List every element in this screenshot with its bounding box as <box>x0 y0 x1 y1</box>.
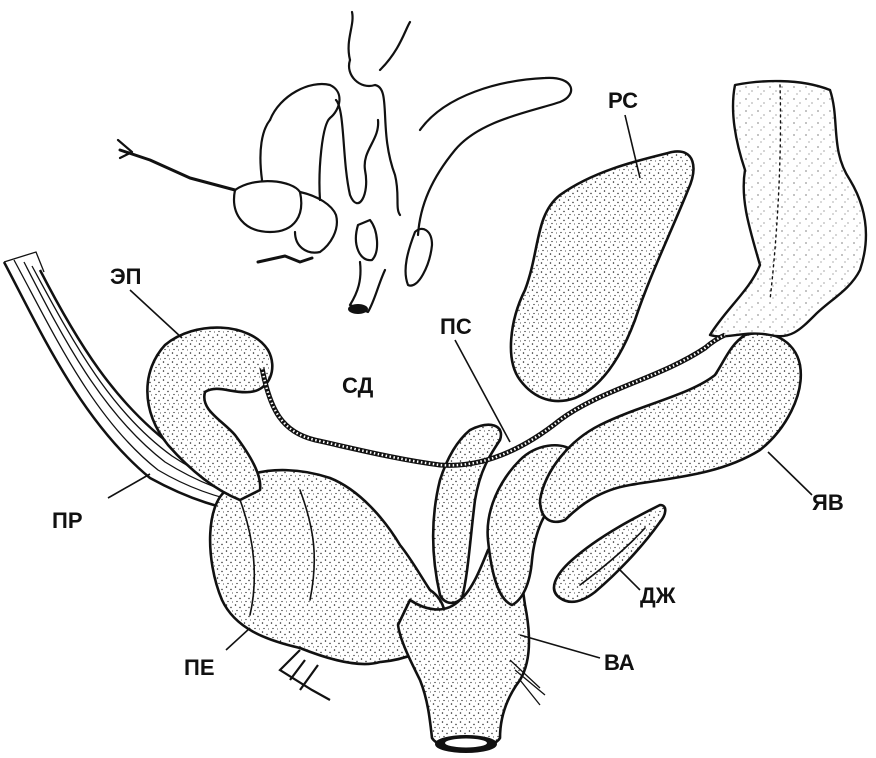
leader-yav <box>768 452 812 495</box>
inset-vagina-opening <box>348 304 368 314</box>
inset-fibers <box>258 256 312 262</box>
inset-top-tube-b <box>380 22 410 70</box>
label-rs: РС <box>608 88 638 113</box>
leader-pe <box>226 628 250 650</box>
inset-cord <box>120 150 235 190</box>
label-sd: СД <box>342 373 374 398</box>
inset-duct <box>336 100 378 203</box>
leader-ep <box>130 290 182 338</box>
label-ps: ПС <box>440 314 472 339</box>
inset-bulb <box>234 181 301 232</box>
label-pr: ПР <box>52 508 83 533</box>
spermatheca-reservoir <box>511 151 693 401</box>
leader-va <box>520 635 600 658</box>
base-fringe-left <box>280 650 330 700</box>
label-pe: ПЕ <box>184 655 215 680</box>
label-dzh: ДЖ <box>640 583 676 608</box>
inset-small-organ-b <box>406 229 432 286</box>
inset-overview-diagram <box>118 12 571 314</box>
leader-dzh <box>618 568 640 590</box>
label-va: ВА <box>604 650 635 675</box>
albumen-gland <box>710 81 866 336</box>
inset-small-organ-a <box>356 220 377 260</box>
inset-top-tube-a <box>349 12 353 60</box>
label-ep: ЭП <box>110 264 141 289</box>
main-reproductive-diagram <box>4 81 866 752</box>
genital-opening-lumen <box>445 739 487 748</box>
leader-pr <box>108 474 150 498</box>
label-yav: ЯВ <box>812 490 844 515</box>
